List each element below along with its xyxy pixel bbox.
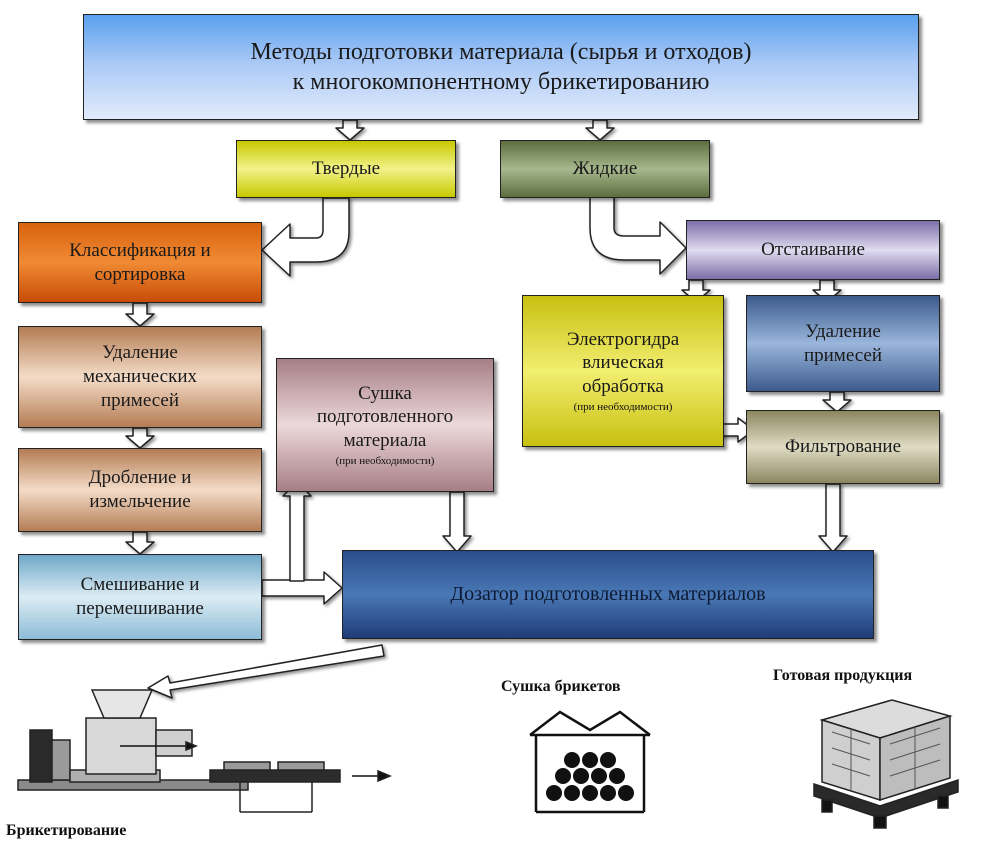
dispenser-label: Дозатор подготовленных материалов — [450, 583, 766, 605]
briquette-drying-caption: Сушка брикетов — [501, 678, 621, 695]
settling-box: Отстаивание — [686, 220, 940, 280]
crushing-line-1: Дробление и — [88, 467, 192, 489]
mechanical-removal-line-1: Удаление — [102, 342, 178, 364]
finished-product-caption: Готовая продукция — [773, 667, 913, 684]
mechanical-removal-line-3: примесей — [100, 389, 180, 411]
category-solid-label: Твердые — [311, 158, 381, 180]
drying-building-icon — [529, 710, 651, 814]
dispenser-box: Дозатор подготовленных материалов — [342, 550, 874, 639]
drying-line-2: подготовленного — [316, 406, 454, 428]
arrow-dispenser-to-hopper — [147, 644, 385, 699]
impurity-line-2: примесей — [803, 344, 883, 366]
electro-box: Электрогидра влическая обработка (при не… — [522, 295, 724, 447]
arrow-solid-to-classification — [261, 197, 350, 277]
filtration-box: Фильтрование — [746, 410, 940, 484]
arrow-drying-to-dispenser — [442, 491, 472, 553]
drying-line-3: материала — [343, 430, 427, 451]
arrow-title-to-liquid — [585, 119, 615, 141]
impurity-line-1: Удаление — [805, 320, 881, 342]
arrow-crushing-to-mixing — [125, 531, 155, 555]
arrow-filtration-to-dispenser — [818, 483, 848, 553]
crushing-box: Дробление и измельчение — [18, 448, 262, 532]
title-line-2: к многокомпонентному брикетированию — [292, 69, 710, 95]
category-liquid: Жидкие — [500, 140, 710, 198]
electro-line-3: обработка — [582, 376, 664, 397]
electro-line-2: влическая — [582, 352, 664, 374]
arrow-classification-to-removal — [125, 302, 155, 327]
classification-box: Классификация и сортировка — [18, 222, 262, 303]
pallet-icon — [813, 699, 959, 829]
briquetting-caption: Брикетирование — [6, 822, 127, 839]
drying-note: (при необходимости) — [335, 454, 435, 467]
mixing-line-1: Смешивание и — [80, 574, 200, 596]
mixing-box: Смешивание и перемешивание — [18, 554, 262, 640]
mixing-line-2: перемешивание — [76, 598, 204, 619]
title-box: Методы подготовки материала (сырья и отх… — [83, 14, 919, 120]
mechanical-removal-box: Удаление механических примесей — [18, 326, 262, 428]
crushing-line-2: измельчение — [89, 491, 191, 512]
drying-material-box: Сушка подготовленного материала (при нео… — [276, 358, 494, 492]
arrow-title-to-solid — [335, 119, 365, 141]
category-solid: Твердые — [236, 140, 456, 198]
impurity-removal-box: Удаление примесей — [746, 295, 940, 392]
mechanical-removal-line-2: механических — [82, 366, 198, 388]
classification-line-2: сортировка — [94, 263, 186, 285]
category-liquid-label: Жидкие — [572, 158, 638, 180]
drying-line-1: Сушка — [358, 382, 412, 404]
filtration-label: Фильтрование — [784, 436, 902, 458]
settling-label: Отстаивание — [761, 239, 865, 261]
arrow-mixing-to-drying — [282, 481, 312, 582]
arrow-removal-to-crushing — [125, 427, 155, 449]
briquetting-machine-icon — [17, 689, 392, 813]
electro-note: (при необходимости) — [573, 400, 673, 413]
title-line-1: Методы подготовки материала (сырья и отх… — [250, 39, 752, 65]
classification-line-1: Классификация и — [69, 239, 211, 261]
electro-line-1: Электрогидра — [566, 328, 680, 350]
arrow-liquid-to-settling — [589, 196, 687, 275]
arrow-impurity-to-filtration — [822, 391, 852, 413]
arrow-mixing-to-dispenser — [261, 571, 343, 605]
